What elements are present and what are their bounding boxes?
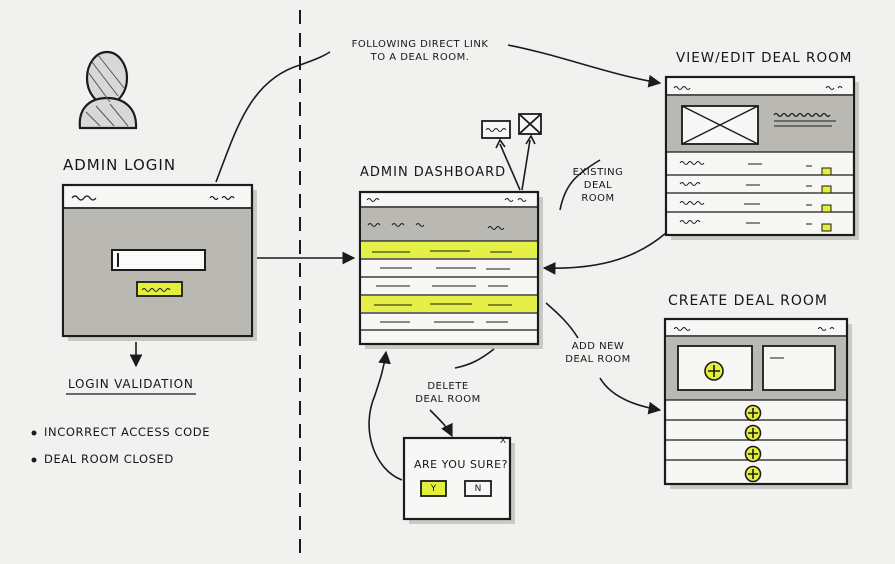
validation-item-closed: Deal Room Closed [44,452,174,466]
arrow-dialog-to-dashboard [368,350,403,481]
annotation-line: Deal [583,180,613,191]
arrow-to-icons [499,139,531,191]
view-edit-window [664,75,859,240]
annotation-line: Deal Room [565,354,631,365]
direct-link-annotation: Following direct link to a deal room. [330,38,510,64]
annotation-line: Delete [427,381,469,392]
annotation-line: Add New [571,341,625,352]
arrow-icon-head-2 [525,134,536,145]
admin-dashboard-title: Admin Dashboard [360,165,507,180]
annotation-line: Following direct link [351,39,489,50]
arrow-delete-to-dialog [429,409,453,438]
yes-button[interactable]: Y [430,484,437,494]
admin-login-title: Admin Login [63,156,177,174]
link-tag-icon [481,120,511,139]
view-edit-title: View/Edit Deal Room [676,50,853,66]
arrow-to-delete [454,348,495,369]
create-deal-room-window [663,317,852,489]
admin-dashboard-window [358,190,543,349]
delete-annotation: Delete Deal Room [408,380,488,406]
email-envelope-icon [518,113,542,135]
no-button[interactable]: N [474,484,482,494]
existing-annotation: Existing Deal Room [568,166,628,205]
arrow-direct-link [215,44,660,183]
confirm-dialog [402,436,515,524]
close-icon[interactable]: x [500,436,507,446]
annotation-line: Deal Room [415,394,481,405]
arrow-existing [559,159,601,211]
user-avatar-icon [78,50,138,130]
annotation-line: Room [581,193,615,204]
annotation-line: to a deal room. [370,52,470,63]
validation-item-access-code: Incorrect Access Code [44,425,211,439]
add-item-plus-icon [704,361,762,483]
admin-login-window [61,183,257,341]
arrow-dashboard-to-create [545,302,660,410]
arrow-icon-head-1 [495,138,506,149]
add-new-annotation: Add New Deal Room [558,340,638,366]
login-validation-title: Login Validation [68,377,194,391]
dialog-question: Are you sure? [414,458,508,471]
arrow-view-to-dashboard [542,232,667,275]
create-deal-room-title: Create Deal Room [668,293,828,309]
annotation-line: Existing [572,167,624,178]
